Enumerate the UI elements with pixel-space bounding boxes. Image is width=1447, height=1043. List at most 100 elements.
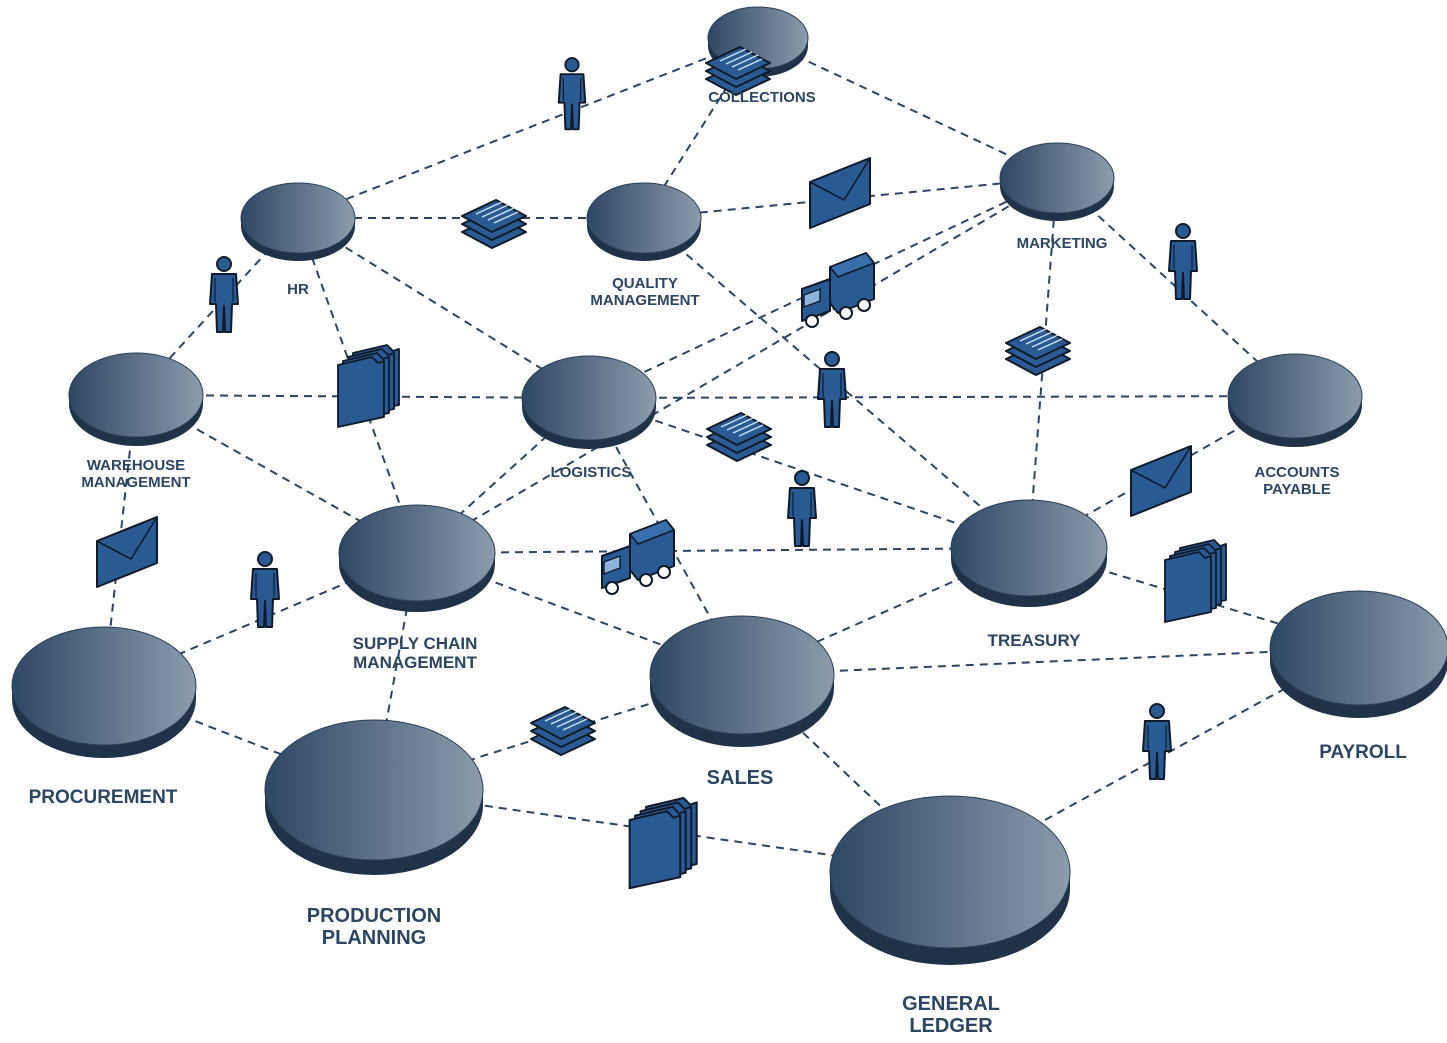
person-icon [787, 470, 817, 547]
label-payroll: PAYROLL [1319, 742, 1407, 763]
truck-icon [601, 519, 675, 595]
stack-icon [461, 199, 527, 249]
label-procurement: PROCUREMENT [29, 787, 178, 808]
node-payable[interactable] [1227, 353, 1363, 447]
node-production[interactable] [264, 719, 484, 875]
node-top [829, 795, 1071, 949]
connection-line-hr-logistics [297, 217, 590, 399]
envelope-icon [809, 157, 871, 229]
node-rim [522, 398, 656, 449]
node-top [586, 182, 702, 254]
node-rim [241, 218, 355, 261]
label-line: PRODUCTION [306, 905, 442, 927]
label-line: HR [287, 281, 309, 298]
node-quality[interactable] [586, 182, 702, 261]
label-line: ACCOUNTS [1254, 464, 1340, 481]
flow-icons [96, 46, 1227, 890]
node-rim [1000, 178, 1114, 221]
label-line: MANAGEMENT [590, 291, 700, 309]
label-line: WAREHOUSE [86, 457, 186, 474]
person-icon [557, 57, 587, 131]
connection-line-logistics-treasury [588, 397, 1030, 549]
label-hr: HR [287, 281, 309, 299]
label-line: PAYABLE [1263, 480, 1331, 498]
node-sales[interactable] [649, 615, 835, 747]
folders-icon [1164, 539, 1227, 623]
folders-icon [628, 797, 698, 890]
node-supply[interactable] [338, 504, 496, 612]
connection-line-supply-treasury [416, 547, 1030, 554]
label-collections: COLLECTIONS [708, 89, 816, 107]
label-line: LOGISTICS [550, 464, 632, 481]
node-top [68, 352, 204, 438]
node-rim [1228, 396, 1362, 447]
label-line: LEDGER [909, 1015, 993, 1038]
label-logistics: LOGISTICS [550, 464, 632, 482]
label-line: COLLECTIONS [708, 89, 816, 106]
connection-line-logistics-supply [416, 397, 590, 554]
connection-line-hr-supply [297, 217, 418, 554]
person-icon [209, 256, 239, 333]
node-procurement[interactable] [11, 626, 197, 758]
node-rim [1270, 648, 1447, 718]
node-rim [69, 395, 203, 446]
label-sales: SALES [707, 767, 774, 789]
stack-icon [705, 46, 771, 96]
system-nodes [11, 6, 1447, 965]
person-icon [817, 351, 847, 428]
connection-line-logistics-payable [588, 395, 1296, 399]
person-icon [1142, 703, 1172, 780]
node-top [264, 719, 484, 861]
label-line: PAYROLL [1319, 742, 1407, 763]
label-line: PLANNING [321, 927, 427, 950]
label-line: QUALITY [612, 275, 678, 292]
node-rim [339, 553, 495, 612]
node-rim [951, 548, 1107, 607]
stack-icon [706, 412, 772, 462]
node-top [1269, 590, 1447, 706]
node-marketing[interactable] [999, 142, 1115, 221]
label-line: GENERAL [902, 993, 1000, 1015]
node-payroll[interactable] [1269, 590, 1447, 718]
node-ledger[interactable] [829, 795, 1071, 965]
label-treasury: TREASURY [988, 631, 1081, 650]
node-rim [587, 218, 701, 261]
connection-line-sales-payroll [741, 647, 1360, 676]
label-line: MANAGEMENT [353, 653, 477, 673]
connection-line-treasury-sales [741, 547, 1030, 676]
node-hr[interactable] [240, 182, 356, 261]
node-top [950, 499, 1108, 597]
label-line: SUPPLY CHAIN [352, 634, 478, 653]
label-line: SALES [706, 767, 774, 789]
node-logistics[interactable] [521, 355, 657, 449]
label-marketing: MARKETING [1017, 235, 1108, 253]
label-line: TREASURY [987, 631, 1081, 650]
node-rim [650, 675, 834, 747]
node-top [11, 626, 197, 746]
stack-icon [530, 706, 596, 756]
node-top [338, 504, 496, 602]
node-top [521, 355, 657, 441]
stack-icon [1005, 326, 1071, 376]
person-icon [250, 551, 280, 628]
node-top [999, 142, 1115, 214]
truck-icon [801, 252, 875, 328]
node-treasury[interactable] [950, 499, 1108, 607]
node-top [649, 615, 835, 735]
node-rim [830, 872, 1070, 965]
node-top [240, 182, 356, 254]
label-line: MANAGEMENT [81, 473, 191, 491]
envelope-icon [96, 516, 158, 588]
connection-line-marketing-supply [416, 177, 1058, 554]
node-rim [265, 790, 483, 875]
node-warehouse[interactable] [68, 352, 204, 446]
person-icon [1168, 223, 1198, 300]
envelope-icon [1130, 445, 1192, 517]
